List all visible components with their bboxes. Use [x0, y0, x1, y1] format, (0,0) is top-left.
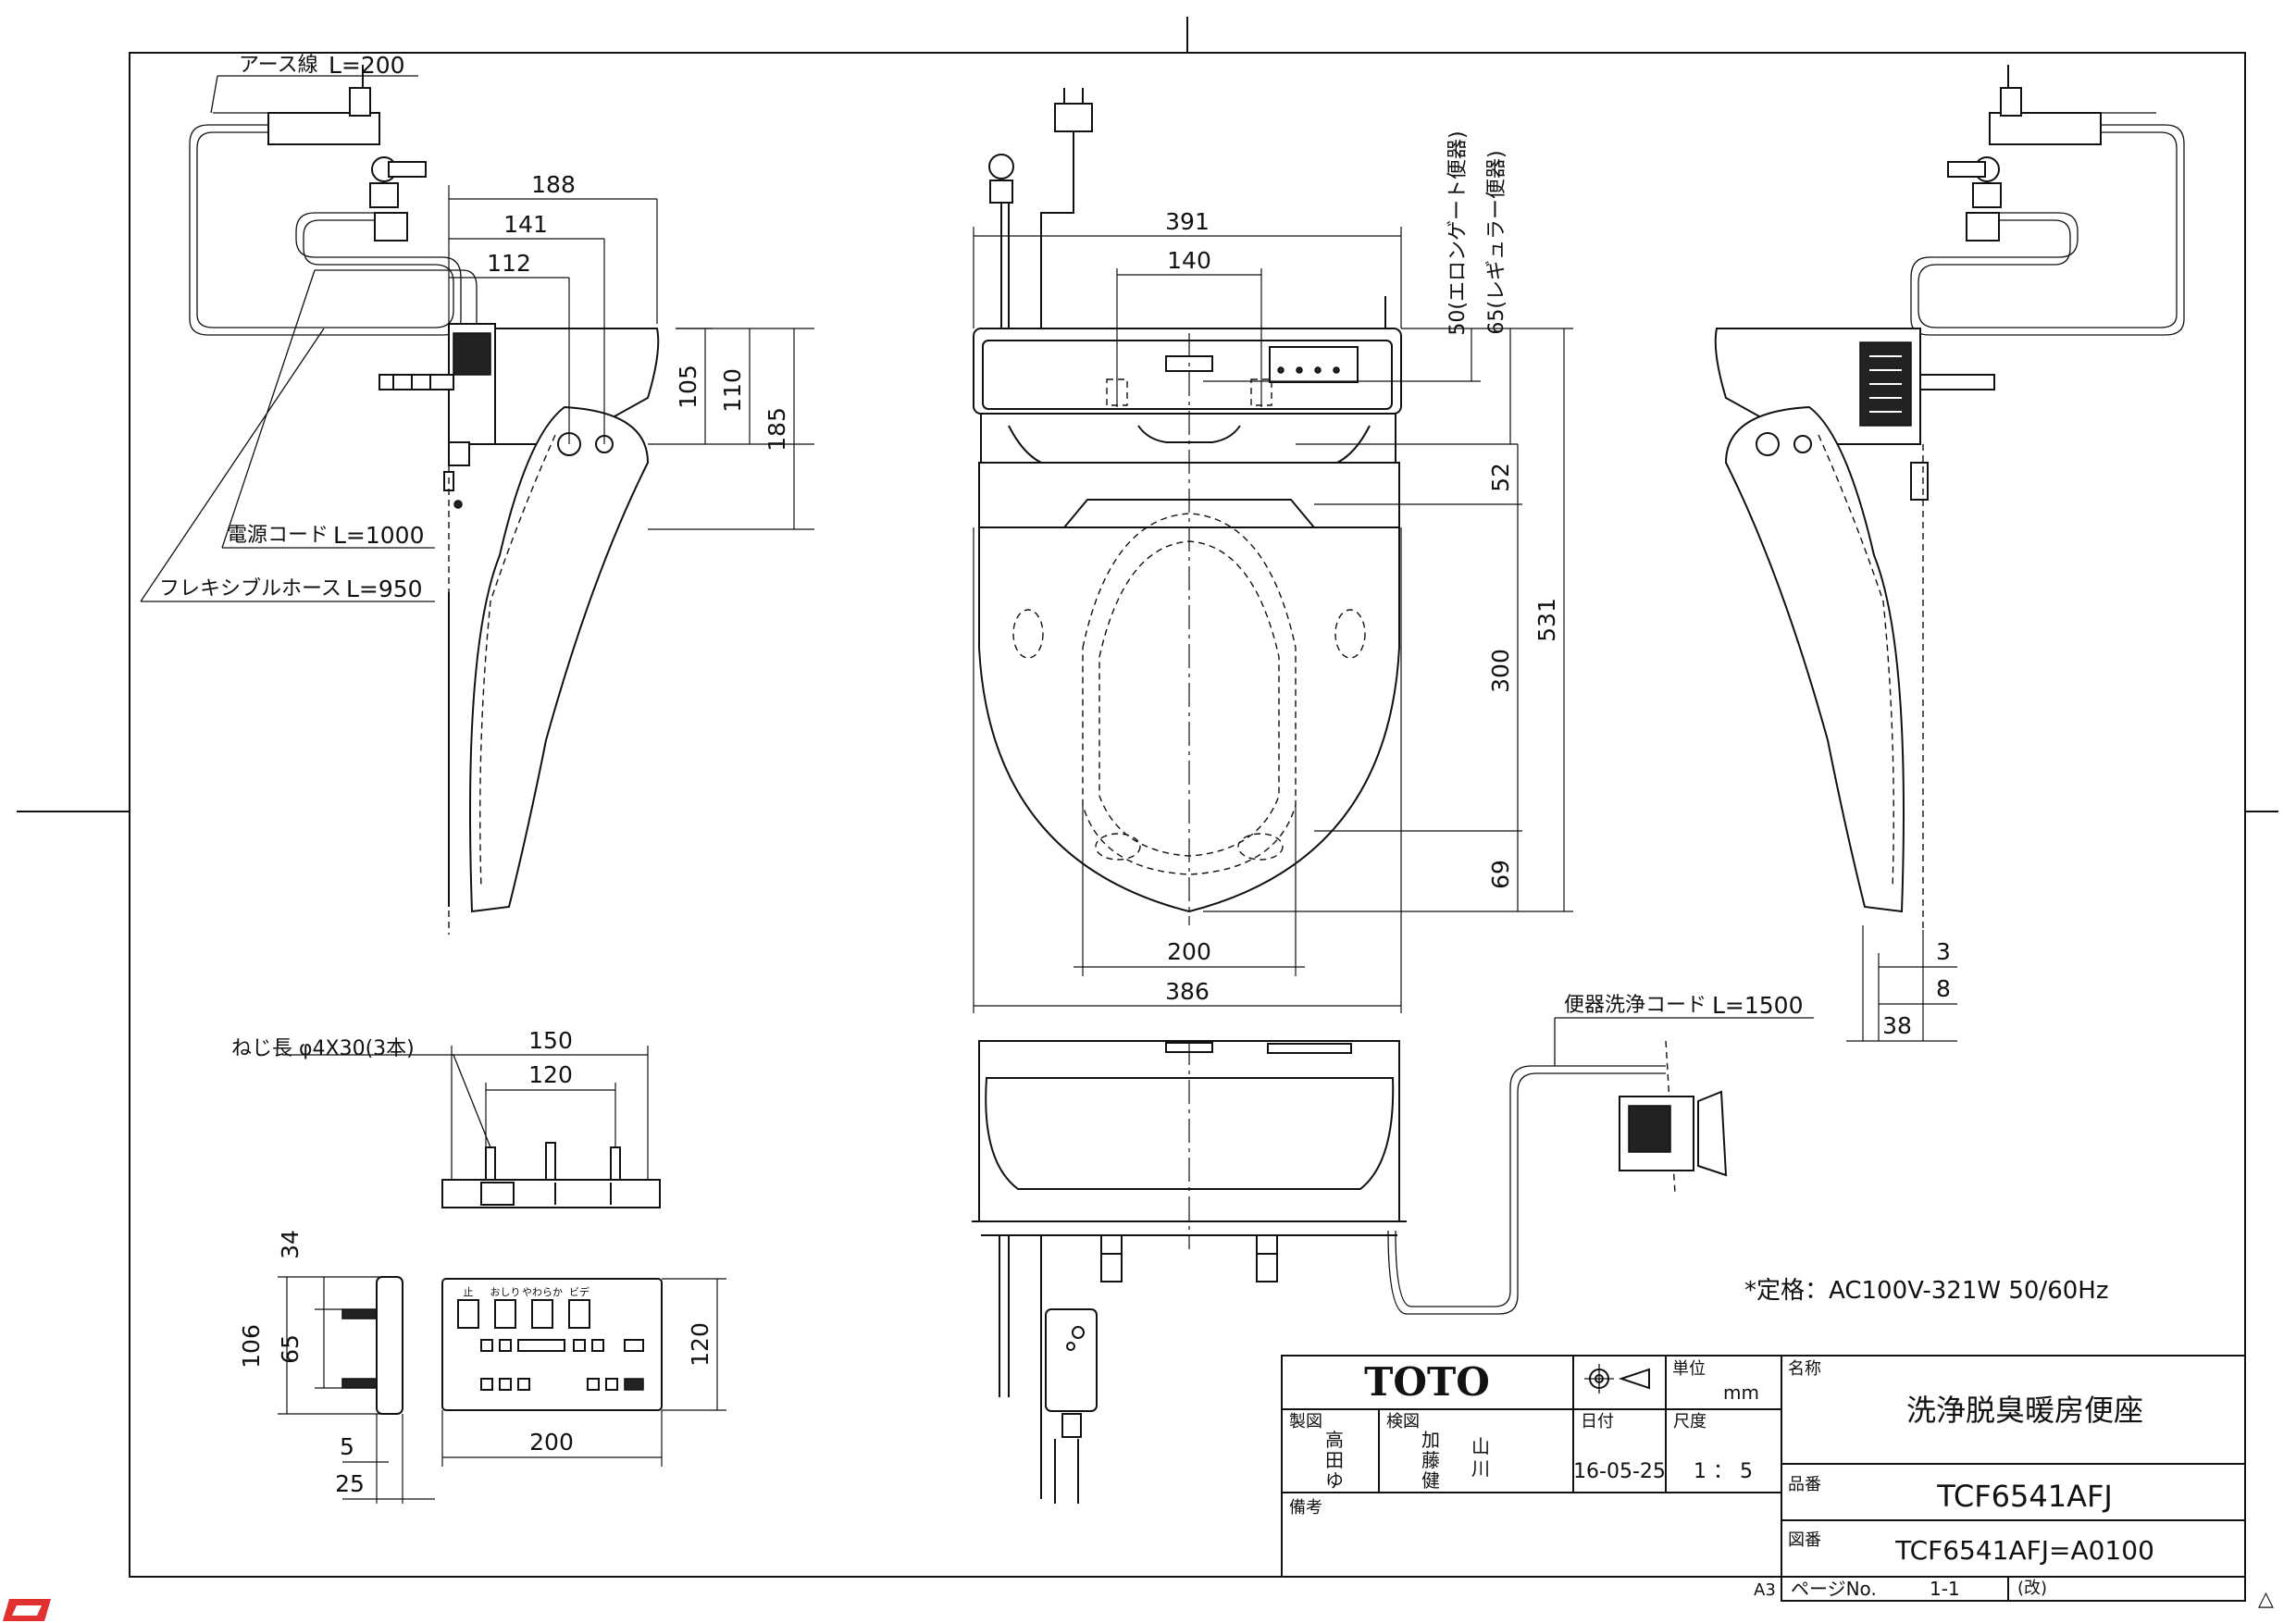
dim-391: 391: [1165, 208, 1210, 235]
dim-200-remote: 200: [529, 1429, 574, 1456]
drawing-no: TCF6541AFJ=A0100: [1894, 1535, 2154, 1566]
rating-label: *定格：AC100V-321W 50/60Hz: [1744, 1277, 2108, 1305]
checked-by-3: 健: [1421, 1469, 1440, 1492]
dim-34: 34: [277, 1230, 304, 1259]
dim-110: 110: [719, 368, 746, 413]
name-label: 名称: [1788, 1359, 1821, 1379]
left-view-dimensions: 188 141 112 105 110 185: [448, 171, 814, 530]
dim-5: 5: [340, 1433, 354, 1460]
dim-52: 52: [1487, 463, 1514, 492]
brand-logo: TOTO: [1364, 1359, 1490, 1405]
dim-531: 531: [1533, 598, 1560, 642]
unit-value: mm: [1723, 1381, 1759, 1404]
right-view-dimensions: 3 8 38: [1846, 925, 1957, 1042]
dim-188: 188: [531, 171, 576, 198]
flush-cord-view: 便器洗浄コード L=1500: [1387, 992, 1814, 1315]
scale-label: 尺度: [1673, 1412, 1706, 1431]
dim-38: 38: [1882, 1012, 1912, 1039]
drawn-label: 製図: [1289, 1412, 1322, 1431]
remarks-label: 備考: [1289, 1498, 1322, 1518]
remote-side-view: 34 106 65 5 25: [238, 1230, 435, 1504]
power-cord-label: 電源コード: [227, 524, 329, 547]
drawn-by-2: 田: [1325, 1449, 1344, 1471]
dim-185: 185: [763, 407, 790, 452]
earth-wire-length: L=200: [329, 52, 405, 79]
regular-dim-label: 65(レギュラー便器): [1485, 150, 1508, 334]
elongated-dim-label: 50(エロンゲート便器): [1446, 130, 1470, 335]
power-cord-length: L=1000: [333, 522, 425, 549]
front-elevation: [972, 1040, 1407, 1504]
page-label: ページNo.: [1791, 1578, 1877, 1600]
dim-141: 141: [503, 211, 548, 238]
remote-btn-stop: 止: [464, 1286, 474, 1298]
page-number: 1-1: [1930, 1578, 1960, 1600]
flush-cord-label: 便器洗浄コード: [1564, 994, 1706, 1017]
flex-hose-length: L=950: [346, 576, 423, 602]
paper-size: A3: [1754, 1580, 1776, 1600]
product-no: TCF6541AFJ: [1936, 1479, 2113, 1514]
drawn-by-3: ゆ: [1325, 1469, 1344, 1492]
remote-btn-rear: おしり: [490, 1286, 521, 1298]
dim-105: 105: [675, 365, 701, 409]
remote-btn-bidet: ビデ: [569, 1285, 590, 1298]
revision-mark: △: [2258, 1588, 2274, 1611]
revision-label: (改): [2017, 1579, 2047, 1598]
product-no-label: 品番: [1788, 1475, 1821, 1494]
dim-300: 300: [1487, 649, 1514, 693]
dim-120: 120: [528, 1061, 573, 1088]
flex-hose-label: フレキシブルホース: [159, 577, 341, 601]
drawing-no-label: 図番: [1788, 1530, 1821, 1550]
dim-3: 3: [1936, 938, 1951, 965]
dim-112: 112: [487, 250, 531, 277]
title-block: A3 ページNo. 1-1 (改) △ TOTO 単位 mm 名称 洗浄脱臭暖房…: [1281, 1355, 2274, 1611]
flush-cord-length: L=1500: [1712, 992, 1804, 1019]
front-view: [973, 88, 1402, 925]
left-view-labels: アース線 L=200 電源コード L=1000 フレキシブルホース L=950: [140, 52, 435, 602]
dim-106: 106: [238, 1324, 265, 1369]
right-side-view: [1714, 65, 2185, 930]
dim-65: 65: [277, 1334, 304, 1364]
dim-69: 69: [1487, 860, 1514, 889]
screw-label: ねじ長 φ4X30(3本): [231, 1037, 415, 1060]
dim-386: 386: [1165, 978, 1210, 1005]
checked-by-1: 加: [1421, 1429, 1440, 1451]
drawn-by-1: 高: [1325, 1429, 1344, 1451]
dim-200: 200: [1167, 938, 1211, 965]
dim-25: 25: [335, 1470, 365, 1497]
dim-150: 150: [528, 1027, 573, 1054]
checked-by-4: 山: [1471, 1435, 1490, 1457]
earth-wire-label: アース線: [239, 54, 318, 77]
date-value: 16-05-25: [1573, 1460, 1666, 1483]
dim-120-remote: 120: [687, 1322, 714, 1367]
product-name: 洗浄脱臭暖房便座: [1906, 1393, 2143, 1428]
left-side-view: [189, 65, 660, 935]
remote-front-view: 止 おしり やわらか ビデ 200 120: [441, 1278, 726, 1467]
corner-mark: [3, 1599, 51, 1621]
checked-by-2: 藤: [1421, 1449, 1440, 1471]
unit-label: 単位: [1672, 1359, 1706, 1379]
date-label: 日付: [1581, 1412, 1614, 1431]
dim-140: 140: [1167, 247, 1211, 274]
checked-label: 検図: [1386, 1412, 1420, 1431]
checked-by-5: 川: [1471, 1457, 1490, 1480]
wall-plate-view: ねじ長 φ4X30(3本) 150 120: [231, 1027, 661, 1208]
sheet-frame: [17, 17, 2278, 1578]
front-view-dimensions: 391 140 200 386 50(エロンゲート便器) 65(レギュラー便器)…: [973, 130, 1573, 1013]
dim-8: 8: [1936, 975, 1951, 1002]
remote-btn-soft: やわらか: [522, 1286, 563, 1298]
scale-value: 1 ： 5: [1694, 1460, 1753, 1483]
